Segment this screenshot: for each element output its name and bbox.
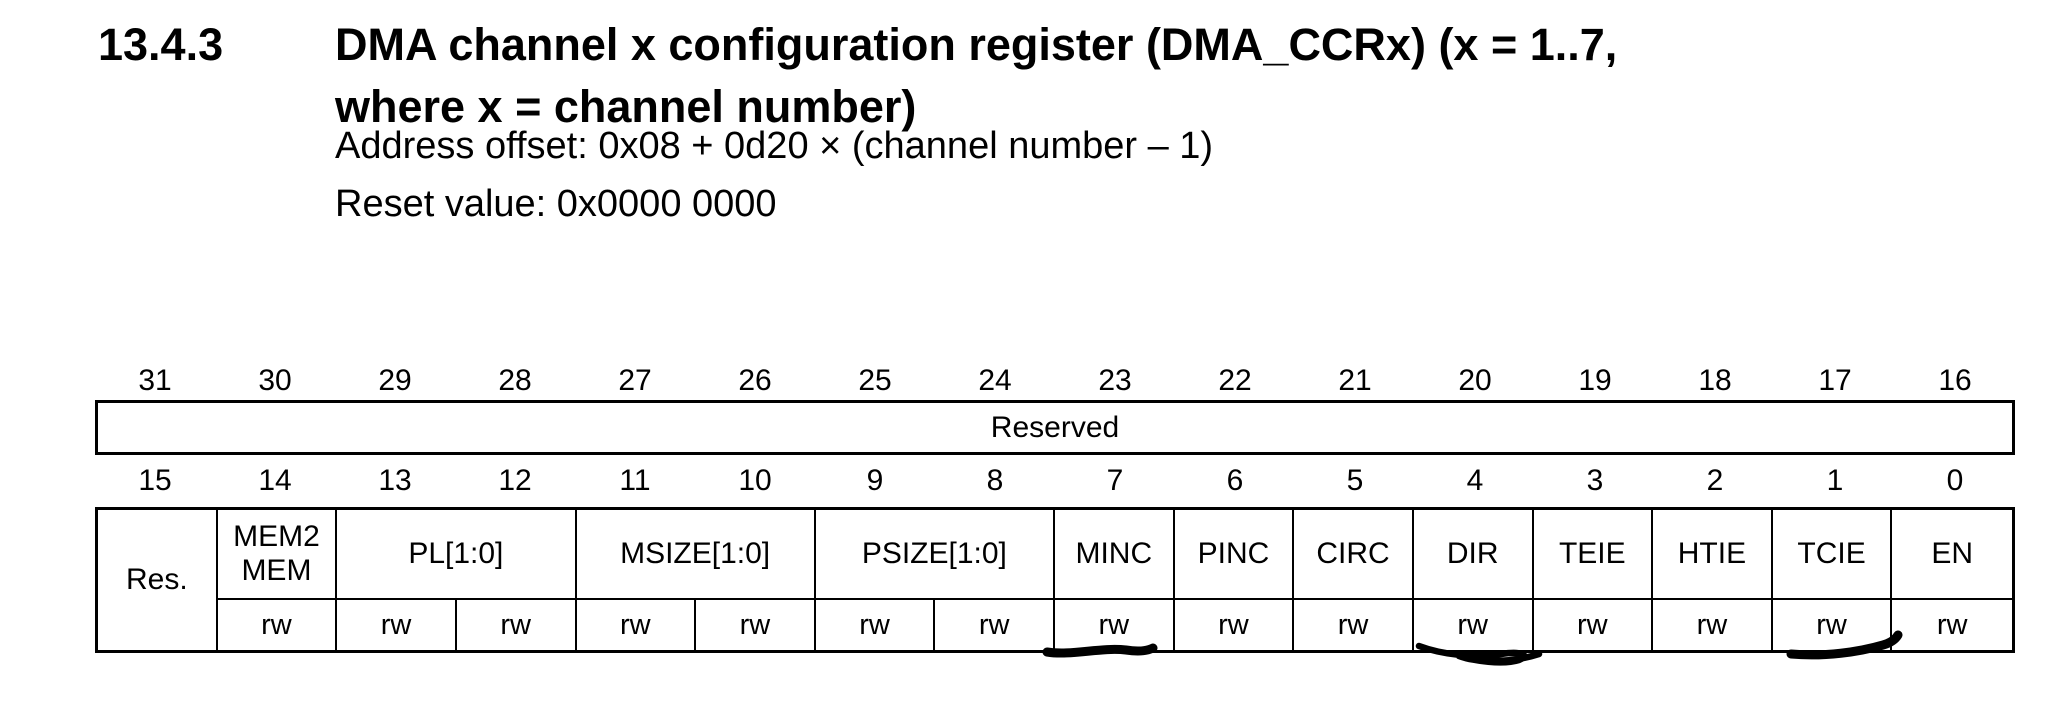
bit-number-22: 22 [1218, 364, 1252, 397]
field-pinc: PINC [1175, 510, 1295, 598]
field-dir: DIR [1414, 510, 1534, 598]
bit-number-18: 18 [1698, 364, 1732, 397]
bit-number-30: 30 [258, 364, 292, 397]
access-rw-bit-11: rw [576, 598, 697, 650]
field-teie: TEIE [1534, 510, 1654, 598]
access-rw-bit-14: rw [217, 598, 338, 650]
bit-number-1: 1 [1826, 464, 1844, 497]
bit-number-21: 21 [1338, 364, 1372, 397]
reserved-label: Reserved [990, 410, 1120, 444]
reserved-field-box: Reserved [95, 400, 2015, 455]
bit-number-8: 8 [986, 464, 1004, 497]
field-tcie: TCIE [1773, 510, 1893, 598]
page-title-line1: DMA channel x configuration register (DM… [335, 19, 1618, 70]
bit-numbers-high-row: 31 30 29 28 27 26 25 24 23 22 21 20 19 18 17 16 [95, 362, 2015, 400]
access-rw-bit-10: rw [696, 598, 816, 650]
bit-number-28: 28 [498, 364, 532, 397]
access-rw-bit-6: rw [1174, 598, 1295, 650]
bit-number-25: 25 [858, 364, 892, 397]
access-rw-bit-4: rw [1413, 598, 1534, 650]
access-rw-bit-1: rw [1772, 598, 1893, 650]
field-psize-1-0: PSIZE[1:0] [816, 510, 1055, 598]
bit-number-0: 0 [1946, 464, 1964, 497]
access-rw-bit-9: rw [815, 598, 936, 650]
field-htie: HTIE [1653, 510, 1773, 598]
access-rw-bit-2: rw [1653, 598, 1773, 650]
bit-number-16: 16 [1938, 364, 1972, 397]
field-msize-1-0: MSIZE[1:0] [577, 510, 816, 598]
bit-number-29: 29 [378, 364, 412, 397]
bit-number-7: 7 [1106, 464, 1124, 497]
bit-number-31: 31 [138, 364, 172, 397]
bit-number-12: 12 [498, 464, 532, 497]
field-res: Res. [98, 510, 218, 650]
field-pl-1-0: PL[1:0] [337, 510, 577, 598]
access-rw-bit-3: rw [1533, 598, 1654, 650]
access-rw-bit-5: rw [1294, 598, 1414, 650]
field-minc: MINC [1055, 510, 1175, 598]
bit-number-26: 26 [738, 364, 772, 397]
access-rw-bit-12: rw [456, 598, 577, 650]
section-number: 13.4.3 [98, 19, 224, 70]
bit-number-5: 5 [1346, 464, 1364, 497]
bit-number-17: 17 [1818, 364, 1852, 397]
bit-number-10: 10 [738, 464, 772, 497]
access-rw-bit-0: rw [1892, 598, 2012, 650]
field-en: EN [1931, 537, 1974, 571]
bit-number-27: 27 [618, 364, 652, 397]
bit-number-24: 24 [978, 364, 1012, 397]
page-title-line2: where x = channel number) [335, 81, 917, 132]
access-rw-bit-7: rw [1055, 598, 1175, 650]
bit-number-9: 9 [866, 464, 884, 497]
bit-number-23: 23 [1098, 364, 1132, 397]
field-mem2-mem: MEM2 MEM [218, 510, 338, 598]
bit-number-20: 20 [1458, 364, 1492, 397]
bit-number-15: 15 [138, 464, 172, 497]
bit-number-11: 11 [619, 464, 651, 497]
access-rw-bit-13: rw [337, 598, 457, 650]
bit-number-3: 3 [1586, 464, 1604, 497]
field-circ: CIRC [1294, 510, 1414, 598]
reset-value-text: Reset value: 0x0000 0000 [335, 183, 777, 225]
access-rw-bit-8: rw [935, 598, 1055, 650]
address-offset-text: Address offset: 0x08 + 0d20 × (channel n… [335, 125, 1214, 167]
bit-number-14: 14 [258, 464, 292, 497]
bit-number-4: 4 [1466, 464, 1484, 497]
page-title: DMA channel x configuration register (DM… [335, 14, 1895, 138]
bit-number-6: 6 [1226, 464, 1244, 497]
bit-number-2: 2 [1706, 464, 1724, 497]
bit-number-13: 13 [378, 464, 412, 497]
bit-number-19: 19 [1578, 364, 1612, 397]
